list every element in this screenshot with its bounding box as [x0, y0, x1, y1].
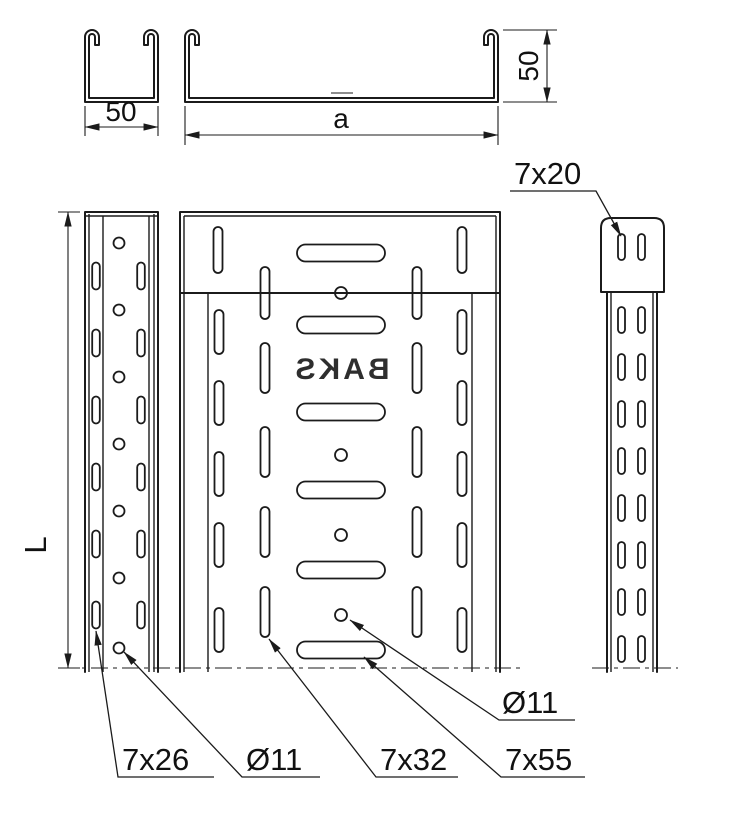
- callout-o11-bottom: Ø11: [349, 619, 575, 721]
- dim-length-label: L: [18, 536, 53, 553]
- side-rail-perforations: [91, 236, 146, 655]
- callout-7x32-label: 7x32: [380, 742, 447, 777]
- side-rail-right-view: [600, 217, 665, 673]
- dimension-tray-height: 50: [503, 29, 557, 103]
- tray-cross-section-view: [184, 29, 499, 103]
- callout-7x55: 7x55: [363, 656, 585, 778]
- tray-plan-view: BAKS: [179, 211, 501, 673]
- right-rail-perforations: [617, 306, 646, 663]
- tray-bottom-perforations: [213, 309, 468, 660]
- end-profile-view: [84, 29, 159, 103]
- dim-tray-height-label: 50: [513, 50, 544, 81]
- callout-o11-bottom-label: Ø11: [502, 685, 558, 720]
- callout-7x26: 7x26: [94, 630, 214, 778]
- dimension-profile-width: 50: [84, 96, 159, 136]
- coupler-bracket: [600, 217, 665, 293]
- callout-o11-side-label: Ø11: [246, 742, 302, 777]
- coupler-plate-perforations: [212, 226, 468, 320]
- side-rail-left-view: [84, 211, 159, 673]
- callout-7x32: 7x32: [268, 638, 458, 778]
- callout-7x26-label: 7x26: [122, 742, 189, 777]
- brand-stamp-mirrored: BAKS: [292, 353, 389, 386]
- dim-tray-width-label: a: [333, 103, 349, 134]
- callout-o11-side: Ø11: [123, 651, 320, 778]
- dimension-length: L: [18, 211, 80, 669]
- dimension-tray-width: a: [184, 103, 499, 145]
- bracket-slots: [617, 233, 646, 261]
- callout-7x20-label: 7x20: [514, 156, 581, 191]
- callout-7x55-label: 7x55: [505, 742, 572, 777]
- callout-7x20: 7x20: [510, 156, 622, 237]
- dim-profile-width-label: 50: [105, 96, 136, 127]
